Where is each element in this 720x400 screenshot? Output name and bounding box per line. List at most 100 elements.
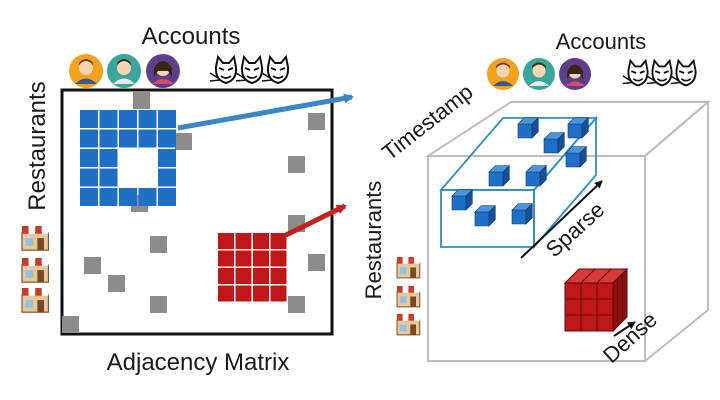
avatar-purple-icon [559,58,591,90]
dense-cell [235,233,252,249]
sparse-cell [99,149,118,167]
sparse-cell [158,188,176,206]
dense-cell [253,268,269,284]
dense-cell [270,250,287,267]
hacker-icon [209,54,238,85]
dense-cell [270,268,287,284]
sparse-cell [99,168,118,187]
sparse-cell [80,149,98,167]
noise-cells [62,92,325,333]
left-accounts-label: Accounts [142,23,241,50]
dense-cell [253,250,269,267]
timestamp-label: Timestamp [377,79,477,165]
sparse-cell [99,129,118,148]
storefront-icon [21,258,49,283]
hacker-icon [235,54,264,85]
hacker-icon [622,58,649,87]
sparse-cube [565,145,588,168]
hacker-icon [261,54,290,85]
sparse-cell [138,188,157,206]
sparse-cell [80,188,98,206]
right-restaurants-label: Restaurants [361,181,386,300]
noise-cell [308,254,325,271]
sparse-cell [138,110,157,128]
sparse-cube [451,188,474,211]
red-arrow [284,203,347,238]
storefront-icon [396,257,421,279]
sparse-cube [525,164,548,187]
sparse-box [439,115,598,250]
sparse-cube [511,202,534,225]
sparse-cube [517,116,540,139]
sparse-cube [567,116,590,139]
right-fraud-accounts [622,58,697,87]
sparse-cell [119,188,137,206]
sparse-cube [543,131,566,154]
noise-cell [133,92,150,109]
noise-cell [108,275,125,292]
avatar-teal-icon [523,58,555,90]
dense-cube [563,267,629,333]
sparse-cube [488,164,511,187]
sparse-cell [138,129,157,148]
dense-cell [218,250,234,267]
sparse-cell [99,188,118,206]
dense-cell [235,285,252,302]
noise-cell [62,316,79,333]
dense-cell [253,285,269,302]
hacker-icon [670,58,697,87]
storefront-icon [21,226,49,251]
avatar-orange-icon [487,58,519,90]
avatar-purple-icon [146,54,180,88]
sparse-cell [158,149,176,167]
noise-cell [288,156,305,173]
noise-cell [288,296,305,313]
dense-cell [218,285,234,302]
sparse-arrow [520,180,603,259]
noise-cell [308,113,325,130]
left-restaurant-icons [21,226,49,313]
dense-cell [235,250,252,267]
sparse-cell [119,110,137,128]
right-restaurant-icons [396,257,421,336]
sparse-cell [158,110,176,128]
dense-cell [253,233,269,249]
dense-cube-front [564,282,614,332]
noise-cell [150,296,167,313]
dense-cell [218,268,234,284]
sparse-cell [158,168,176,187]
noise-cell [84,257,101,274]
hacker-icon [646,58,673,87]
dense-block [218,233,287,302]
left-account-avatars [69,54,180,88]
storefront-icon [21,288,49,313]
dense-cell [270,285,287,302]
sparse-block [80,110,176,206]
avatar-teal-icon [107,54,141,88]
noise-cell [175,133,192,150]
dense-cell [235,268,252,284]
right-accounts-label: Accounts [556,29,647,54]
left-restaurants-label: Restaurants [24,81,51,210]
sparse-cell [80,110,98,128]
sparse-cube [474,204,497,227]
noise-cell [150,236,167,253]
dense-arrow [613,321,636,337]
sparse-cell [99,110,118,128]
blue-arrow [177,93,354,131]
sparse-cell [80,168,98,187]
sparse-cell [158,129,176,148]
adjacency-matrix-caption: Adjacency Matrix [107,349,290,376]
dense-cell [218,233,234,249]
adjacency-matrix [60,88,334,336]
left-fraud-accounts [209,54,290,85]
dense-cell [270,233,287,249]
cube-right-face [644,99,709,364]
avatar-orange-icon [69,54,103,88]
right-account-avatars [487,58,591,90]
sparse-cell [119,129,137,148]
storefront-icon [396,286,421,308]
sparse-cell [80,129,98,148]
storefront-icon [396,314,421,336]
